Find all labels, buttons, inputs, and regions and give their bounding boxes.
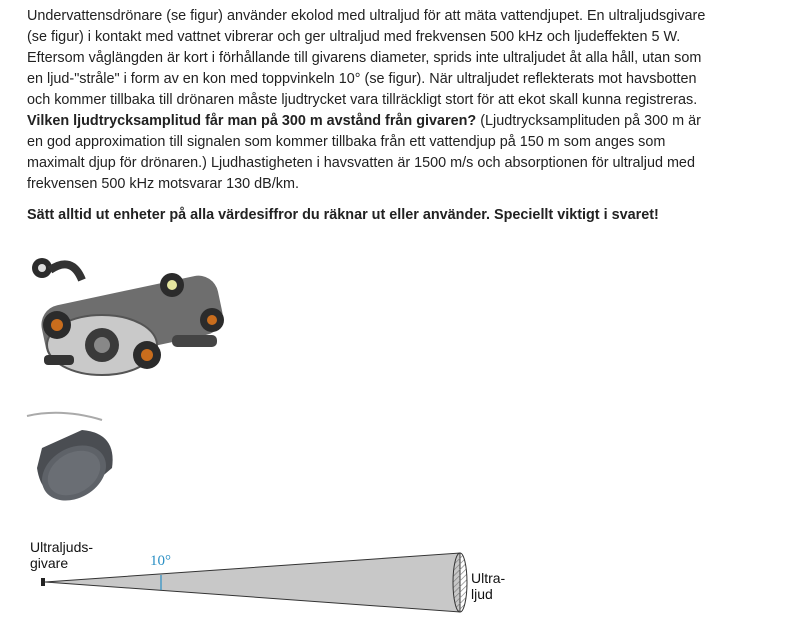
beam-label-line: Ultra- [471,570,506,586]
ultrasound-transducer-image [26,411,113,501]
transducer-symbol [41,578,45,586]
source-label-line: givare [30,555,69,571]
problem-details: (Ljudtrycksamplituden på 300 m är en god… [27,113,701,192]
beam-cone-diagram [41,552,468,613]
beam-label: Ultra- ljud [471,570,505,602]
beam-label-line: ljud [471,586,493,602]
source-label: Ultraljuds- givare [30,539,93,571]
problem-intro: Undervattensdrönare (se figur) använder … [27,8,706,108]
beam-cone [44,552,461,613]
source-label-line: Ultraljuds- [30,539,94,555]
problem-paragraph: Undervattensdrönare (se figur) använder … [27,6,707,195]
underwater-drone-image [32,258,224,376]
problem-text: Undervattensdrönare (se figur) använder … [27,6,707,236]
angle-label: 10° [150,553,171,569]
beam-cross-section [452,552,468,613]
units-instruction: Sätt alltid ut enheter på alla värdesiff… [27,207,659,223]
problem-question: Vilken ljudtrycksamplitud får man på 300… [27,113,477,129]
